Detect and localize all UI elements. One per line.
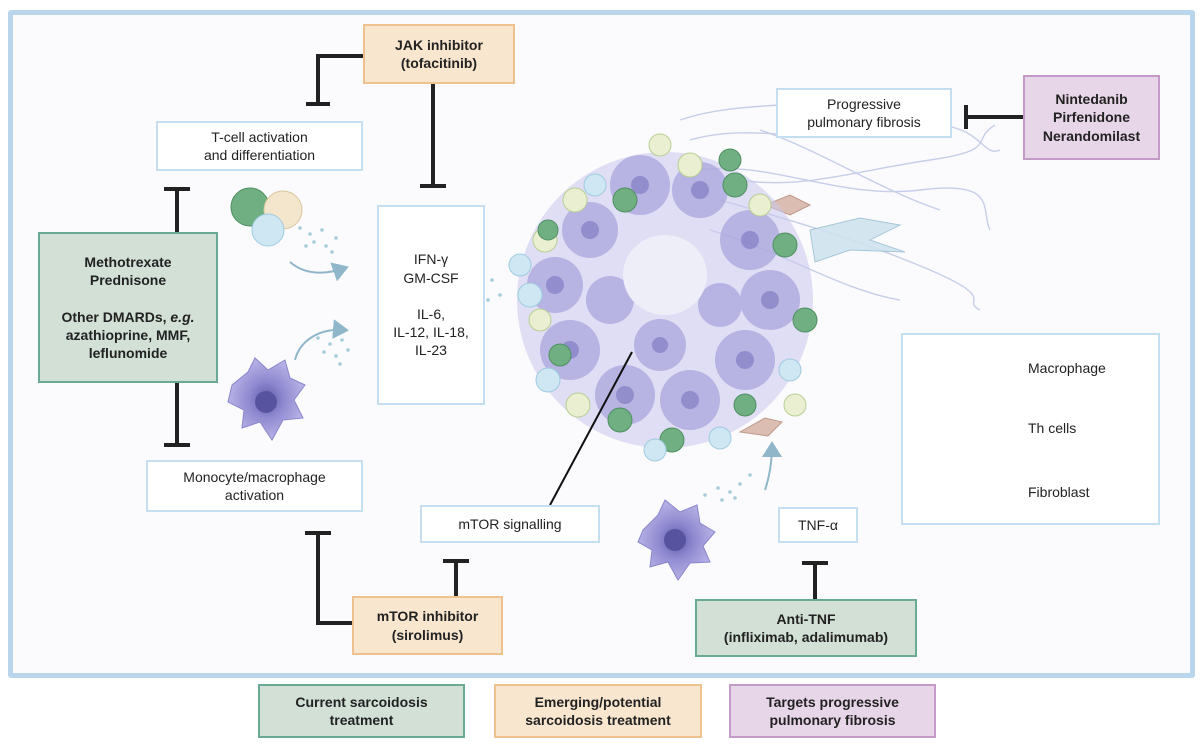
secretion-arrows	[289, 261, 782, 491]
progressive-fibrosis-box: Progressive pulmonary fibrosis	[776, 88, 952, 138]
methotrexate-text-prefix: Methotrexate Prednisone Other DMARDs,	[61, 253, 172, 325]
jak-inhibitor-box: JAK inhibitor (tofacitinib)	[363, 24, 515, 84]
legend-th-cells-label: Th cells	[1028, 420, 1077, 436]
anti-tnf-box: Anti-TNF (infliximab, adalimumab)	[695, 599, 917, 657]
mtor-pointer-line	[549, 351, 633, 506]
secretion-dots	[298, 226, 752, 502]
antifibrotics-box: Nintedanib Pirfenidone Nerandomilast	[1023, 75, 1160, 160]
methotrexate-text-suffix: azathioprine, MMF, leflunomide	[65, 326, 191, 361]
methotrexate-box: Methotrexate Prednisone Other DMARDs, e.…	[38, 232, 218, 383]
key-targets-fibrosis: Targets progressive pulmonary fibrosis	[729, 684, 936, 738]
th-cells-cluster-left	[230, 187, 303, 247]
th-cell-ring	[508, 133, 818, 462]
macrophage-left	[227, 357, 306, 441]
granuloma	[508, 133, 818, 462]
inhibition-lines	[164, 54, 1025, 625]
cell-legend: Macrophage Th cells Fibroblast	[901, 333, 1160, 525]
legend-macrophage-label: Macrophage	[1028, 360, 1106, 376]
tnf-alpha-box: TNF-α	[778, 507, 858, 543]
fibroblast-cluster	[738, 194, 906, 437]
mtor-inhibitor-box: mTOR inhibitor (sirolimus)	[352, 596, 503, 655]
monocyte-activation-box: Monocyte/macrophage activation	[146, 460, 363, 512]
methotrexate-eg: e.g.	[170, 308, 195, 325]
cytokines-box: IFN-γ GM-CSF IL-6, IL-12, IL-18, IL-23	[377, 205, 485, 405]
t-cell-activation-box: T-cell activation and differentiation	[156, 121, 363, 171]
legend-fibroblast-label: Fibroblast	[1028, 484, 1090, 500]
key-emerging-treatment: Emerging/potential sarcoidosis treatment	[494, 684, 702, 738]
key-current-treatment: Current sarcoidosis treatment	[258, 684, 465, 738]
macrophage-bottom	[637, 499, 716, 581]
mtor-signalling-box: mTOR signalling	[420, 505, 600, 543]
